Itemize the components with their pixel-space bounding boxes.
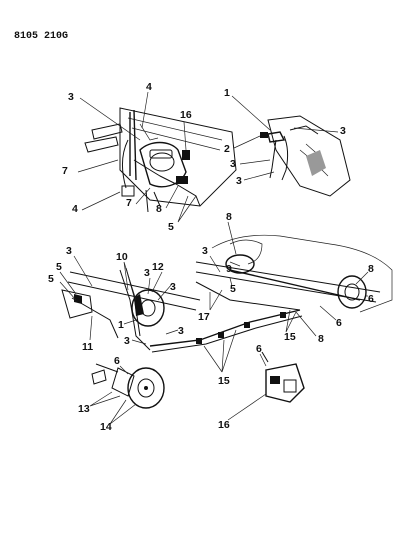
callouts-chassis: 3 10 5 3 12 5 3 1 11 3 3 6 13 14 8 3 9 5… [48, 211, 374, 433]
callout-4: 4 [72, 203, 78, 215]
callout-8: 8 [156, 203, 162, 215]
callout-16: 16 [180, 109, 192, 121]
callout-16: 16 [218, 419, 230, 431]
diagram-code: 8105 210G [14, 31, 68, 42]
callout-5: 5 [230, 283, 236, 295]
callout-3: 3 [124, 335, 130, 347]
callout-3: 3 [178, 325, 184, 337]
callout-17: 17 [198, 311, 210, 323]
callout-8: 8 [226, 211, 232, 223]
callout-8: 8 [318, 333, 324, 345]
callout-12: 12 [152, 261, 164, 273]
chassis-brake-lines-view [59, 221, 393, 425]
master-cylinder-view [77, 91, 237, 223]
callout-13: 13 [78, 403, 90, 415]
callout-3: 3 [66, 245, 72, 257]
callouts-master-cylinder: 3 4 16 7 4 7 8 5 [62, 81, 192, 233]
callout-3: 3 [170, 281, 176, 293]
callout-14: 14 [100, 421, 112, 433]
callout-1: 1 [224, 87, 230, 99]
callout-5: 5 [168, 221, 174, 233]
callout-1: 1 [118, 319, 124, 331]
rear-junction-view [231, 95, 351, 197]
callout-2: 2 [224, 143, 230, 155]
callouts-rear-junction: 1 2 3 3 3 [224, 87, 346, 187]
callout-9: 9 [226, 263, 232, 275]
callout-7: 7 [126, 197, 132, 209]
callout-6: 6 [368, 293, 374, 305]
callout-3: 3 [202, 245, 208, 257]
callout-15: 15 [218, 375, 230, 387]
callout-11: 11 [82, 341, 93, 353]
callout-3: 3 [340, 125, 346, 137]
callout-3: 3 [236, 175, 242, 187]
callout-3: 3 [144, 267, 150, 279]
callout-5: 5 [56, 261, 62, 273]
callout-6: 6 [114, 355, 120, 367]
callout-3: 3 [230, 158, 236, 170]
callout-3: 3 [68, 91, 74, 103]
callout-5: 5 [48, 273, 54, 285]
callout-4: 4 [146, 81, 152, 93]
callout-7: 7 [62, 165, 68, 177]
callout-6: 6 [336, 317, 342, 329]
callout-6: 6 [256, 343, 262, 355]
callout-8: 8 [368, 263, 374, 275]
callout-10: 10 [116, 251, 128, 263]
callout-15: 15 [284, 331, 296, 343]
